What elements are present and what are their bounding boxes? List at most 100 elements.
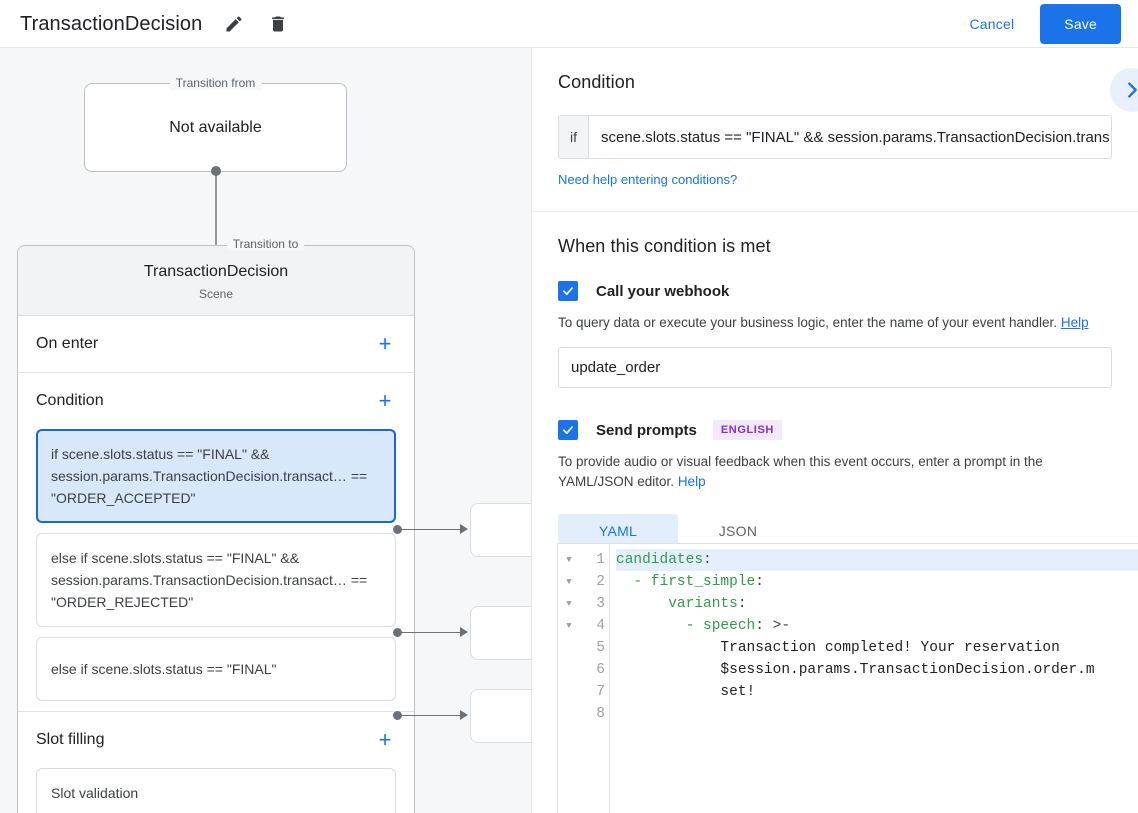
code-line-number: 5 [596, 640, 605, 656]
code-fold-caret-icon[interactable] [558, 659, 580, 681]
code-line-number: 6 [596, 662, 605, 678]
code-line[interactable]: variants: [616, 593, 1138, 615]
section-on-enter: On enter + [18, 316, 414, 373]
condition-connector-line [400, 632, 462, 633]
add-condition-button[interactable]: + [378, 388, 392, 413]
condition-connector-dot [393, 628, 402, 637]
code-line[interactable]: set! [616, 681, 1138, 703]
condition-card-0[interactable]: if scene.slots.status == "FINAL" && sess… [36, 429, 396, 523]
code-fold-caret-icon[interactable] [558, 637, 580, 659]
code-line[interactable] [616, 703, 1138, 725]
top-app-bar: TransactionDecision Cancel Save [0, 0, 1138, 48]
language-badge: ENGLISH [712, 420, 782, 440]
yaml-punctuation: : [755, 574, 764, 590]
condition-connector-arrow-icon [460, 710, 468, 720]
cancel-button[interactable]: Cancel [956, 7, 1029, 41]
condition-connector-arrow-icon [460, 627, 468, 637]
transition-from-legend: Transition from [169, 76, 262, 90]
tab-yaml[interactable]: YAML [558, 514, 678, 548]
yaml-key: - speech [616, 618, 756, 634]
code-fold-gutter: ▼ ▼ ▼ ▼ [558, 544, 580, 813]
prompts-helper-text: To provide audio or visual feedback when… [558, 452, 1112, 492]
code-fold-caret-icon[interactable]: ▼ [566, 621, 572, 631]
transition-to-card: TransactionDecision Scene On enter + Con… [17, 245, 415, 813]
tab-json[interactable]: JSON [718, 523, 758, 539]
code-line-number: 8 [596, 706, 605, 722]
code-line[interactable]: Transaction completed! Your reservation [616, 637, 1138, 659]
yaml-punctuation: : >- [755, 618, 791, 634]
condition-card-1[interactable]: else if scene.slots.status == "FINAL" &&… [36, 533, 396, 627]
scene-name: TransactionDecision [143, 263, 289, 280]
slot-validation-card[interactable]: Slot validation [36, 768, 396, 813]
send-prompts-label: Send prompts [596, 421, 697, 439]
transition-from-value: Not available [169, 118, 262, 136]
target-node-box[interactable] [470, 689, 531, 743]
prompts-help-link[interactable]: Help [677, 474, 706, 489]
yaml-value: Transaction completed! Your reservation [616, 640, 1060, 656]
condition-connector-dot [393, 525, 402, 534]
slot-filling-header: Slot filling + [36, 712, 396, 768]
condition-card-2[interactable]: else if scene.slots.status == "FINAL" [36, 637, 396, 701]
on-enter-header: On enter + [36, 316, 396, 372]
yaml-code-editor[interactable]: ▼ ▼ ▼ ▼ 1 2 3 4 5 6 7 8 candidates: - first_simple… [557, 543, 1138, 813]
pencil-icon[interactable] [222, 12, 246, 36]
save-button[interactable]: Save [1040, 3, 1121, 44]
when-condition-met-section: When this condition is met Call your web… [532, 212, 1138, 548]
code-line-number: 1 [596, 552, 605, 568]
transition-from-box: Transition from Not available [84, 76, 347, 172]
call-webhook-row: Call your webhook [558, 281, 1112, 301]
condition-section: Condition if Need help entering conditio… [532, 48, 1138, 212]
when-condition-met-heading: When this condition is met [558, 236, 771, 256]
code-fold-caret-icon[interactable]: ▼ [566, 577, 572, 587]
add-slot-filling-button[interactable]: + [378, 727, 392, 752]
code-line[interactable]: - first_simple: [616, 571, 1138, 593]
code-line-number: 2 [596, 574, 605, 590]
scene-type-label: Scene [198, 287, 234, 301]
target-node-box[interactable] [470, 503, 531, 557]
scene-graph-canvas[interactable]: Transition from Not available Transition… [0, 48, 531, 813]
prompts-helper-body: To provide audio or visual feedback when… [558, 454, 1043, 489]
on-enter-title: On enter [36, 335, 99, 352]
code-line-number: 3 [596, 596, 605, 612]
code-line[interactable]: candidates: [616, 549, 1138, 571]
code-fold-caret-icon[interactable]: ▼ [566, 599, 572, 609]
section-slot-filling: Slot filling + Slot validation [18, 712, 414, 813]
send-prompts-checkbox[interactable] [558, 420, 578, 440]
code-line-numbers: 1 2 3 4 5 6 7 8 [580, 544, 610, 813]
code-content[interactable]: candidates: - first_simple: variants: - … [610, 544, 1138, 813]
condition-input-row[interactable]: if [558, 115, 1112, 159]
yaml-punctuation: : [737, 596, 747, 612]
code-line[interactable]: $session.params.TransactionDecision.orde… [616, 659, 1138, 681]
webhook-handler-input[interactable] [558, 347, 1112, 388]
call-webhook-checkbox[interactable] [558, 281, 578, 301]
code-line-number: 7 [596, 684, 605, 700]
yaml-value: $session.params.TransactionDecision.orde… [616, 662, 1095, 678]
chevron-right-icon[interactable] [1110, 68, 1138, 112]
code-fold-caret-icon[interactable] [558, 703, 580, 725]
condition-help-link[interactable]: Need help entering conditions? [558, 172, 738, 187]
scene-header: TransactionDecision Scene [18, 246, 414, 316]
condition-header: Condition + [36, 373, 396, 429]
webhook-helper-text: To query data or execute your business l… [558, 313, 1112, 333]
trash-icon[interactable] [266, 12, 290, 36]
code-line[interactable]: - speech: >- [616, 615, 1138, 637]
slot-filling-title: Slot filling [36, 731, 105, 748]
condition-title: Condition [36, 392, 104, 409]
condition-connector-dot [393, 711, 402, 720]
add-on-enter-button[interactable]: + [378, 331, 392, 356]
condition-connector-line [400, 529, 462, 530]
condition-heading: Condition [558, 72, 635, 92]
editor-format-tabs: YAML JSON [558, 514, 1112, 548]
condition-connector-arrow-icon [460, 524, 468, 534]
code-fold-caret-icon[interactable]: ▼ [566, 555, 572, 565]
yaml-key: - first_simple [616, 574, 756, 590]
code-fold-caret-icon[interactable] [558, 681, 580, 703]
send-prompts-row: Send prompts ENGLISH [558, 420, 1112, 440]
target-node-box[interactable] [470, 606, 531, 660]
page-title: TransactionDecision [20, 12, 203, 35]
code-line-number: 4 [596, 618, 605, 634]
webhook-help-link[interactable]: Help [1060, 315, 1089, 330]
condition-expression-input[interactable] [589, 116, 1111, 158]
yaml-value: set! [616, 684, 756, 700]
webhook-helper-body: To query data or execute your business l… [558, 315, 1058, 330]
